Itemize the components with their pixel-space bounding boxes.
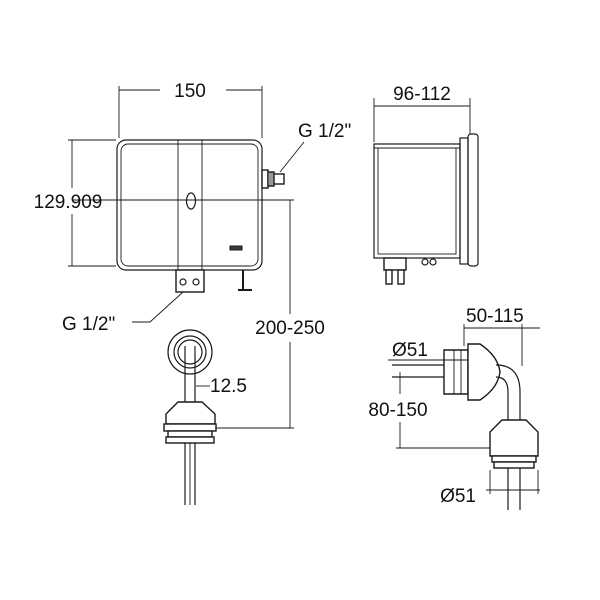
side-view [373, 133, 479, 285]
elbow-fitting [392, 343, 539, 510]
label-elbow-diameter-bottom: Ø51 [440, 486, 476, 507]
label-elbow-diameter-top: Ø51 [392, 340, 428, 361]
label-front-height: 129.909 [34, 192, 103, 213]
label-side-depth: 96-112 [393, 84, 451, 105]
logo-plate [229, 245, 243, 251]
dim-front-height [68, 139, 116, 267]
leader-connector-top [279, 141, 305, 173]
front-view [72, 139, 290, 293]
label-connector-top: G 1/2" [298, 121, 351, 142]
dim-elbow-reach [463, 324, 540, 366]
side-housing [373, 143, 461, 259]
label-front-width: 150 [174, 81, 206, 102]
dim-front-width [118, 86, 263, 138]
dim-pipe-length [215, 199, 294, 429]
mounting-bracket [238, 270, 252, 291]
label-pipe-diameter: 12.5 [210, 376, 247, 397]
sensor-window [185, 192, 197, 210]
dim-elbow-drop [396, 372, 490, 449]
dim-elbow-diameter-bottom [486, 470, 540, 494]
dim-side-depth [373, 98, 471, 142]
front-center-strip [177, 139, 203, 271]
label-elbow-drop: 80-150 [368, 400, 427, 421]
leader-connector-bottom [132, 291, 184, 323]
label-elbow-reach: 50-115 [466, 306, 524, 327]
label-connector-bottom: G 1/2" [62, 314, 115, 335]
straight-fitting [163, 329, 217, 505]
top-connector [261, 169, 285, 189]
bottom-connector [175, 269, 205, 293]
label-pipe-length: 200-250 [255, 318, 325, 339]
face-plate [459, 137, 469, 265]
